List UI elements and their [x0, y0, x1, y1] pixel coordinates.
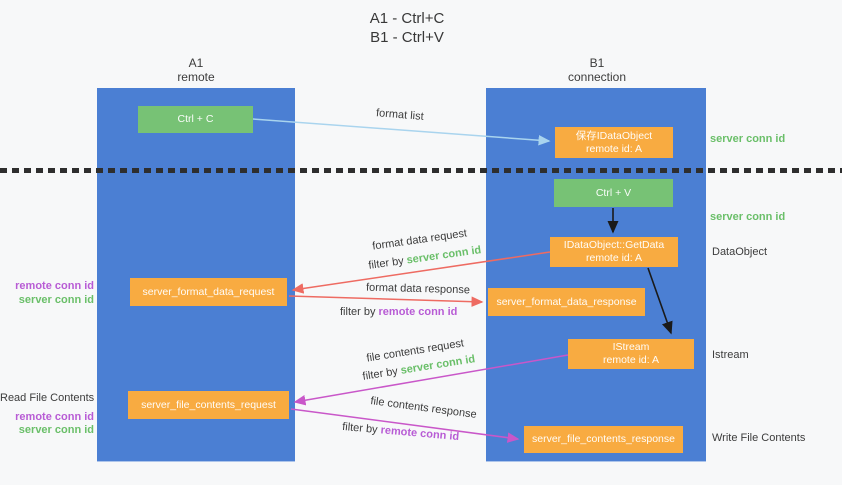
node-save-idataobject-line2: remote id: A — [585, 142, 643, 155]
annotation-server-conn-id-top: server conn id — [710, 133, 786, 145]
node-istream: IStream remote id: A — [568, 339, 694, 369]
label-format-data-response-filter: filter by remote conn id — [340, 306, 457, 318]
column-a1-id: A1 — [188, 56, 204, 70]
label-format-list: format list — [375, 107, 425, 123]
node-idataobject-getdata: IDataObject::GetData remote id: A — [550, 237, 678, 267]
column-a1-name: remote — [177, 70, 215, 84]
node-server-format-data-response: server_format_data_response — [488, 288, 645, 316]
annotation-remote-conn-id-2: remote conn id — [15, 411, 94, 423]
label-file-contents-response-filter: filter by remote conn id — [342, 421, 460, 443]
annotation-remote-conn-id-1: remote conn id — [15, 280, 94, 292]
annotation-read-file-contents: Read File Contents — [0, 392, 95, 404]
title-line-1: A1 - Ctrl+C — [369, 10, 445, 27]
separator-dotted-line — [0, 168, 842, 173]
node-save-idataobject-line1: 保存IDataObject — [575, 129, 653, 142]
node-server-format-data-response-label: server_format_data_response — [496, 295, 637, 308]
annotation-server-conn-id-1: server conn id — [18, 294, 94, 306]
node-idataobject-getdata-line1: IDataObject::GetData — [563, 239, 665, 251]
node-server-file-contents-request: server_file_contents_request — [128, 391, 289, 419]
column-b1-name: connection — [567, 70, 627, 84]
annotation-server-conn-id-2: server conn id — [18, 424, 94, 436]
node-ctrl-v-label: Ctrl + V — [595, 186, 632, 199]
node-ctrl-c-label: Ctrl + C — [177, 113, 214, 125]
annotation-server-conn-id-mid: server conn id — [710, 211, 786, 223]
node-server-file-contents-response-label: server_file_contents_response — [531, 433, 675, 445]
label-format-data-response-filter-prefix: filter by — [340, 306, 379, 318]
label-file-contents-response-filter-key: remote conn id — [380, 424, 460, 444]
node-istream-line2: remote id: A — [602, 354, 660, 366]
column-b1-id: B1 — [589, 56, 605, 70]
node-ctrl-v: Ctrl + V — [554, 179, 673, 207]
label-file-contents-response-filter-prefix: filter by — [341, 420, 382, 437]
label-file-contents-request-filter-prefix: filter by — [361, 364, 402, 383]
label-file-contents-response: file contents response — [369, 395, 478, 421]
diagram-title: A1 - Ctrl+C B1 - Ctrl+V — [307, 9, 507, 47]
node-idataobject-getdata-line2: remote id: A — [585, 252, 643, 264]
label-format-data-response: format data response — [365, 281, 471, 297]
column-header-b1: B1 connection — [547, 56, 647, 84]
annotation-write-file-contents: Write File Contents — [712, 432, 806, 444]
node-ctrl-c: Ctrl + C — [138, 106, 253, 133]
annotation-dataobject: DataObject — [712, 246, 768, 258]
title-line-2: B1 - Ctrl+V — [370, 29, 444, 46]
node-server-file-contents-request-label: server_file_contents_request — [141, 398, 276, 411]
arrow-format-data-response — [288, 295, 484, 307]
node-server-format-data-request: server_format_data_request — [130, 278, 287, 306]
column-header-a1: A1 remote — [146, 56, 246, 84]
annotation-istream: Istream — [712, 349, 749, 361]
node-istream-line1: IStream — [612, 341, 650, 353]
label-format-data-request-filter-prefix: filter by — [367, 254, 408, 272]
label-format-data-response-filter-key: remote conn id — [378, 306, 458, 318]
node-save-idataobject: 保存IDataObject remote id: A — [555, 127, 673, 158]
node-server-format-data-request-label: server_format_data_request — [142, 285, 275, 298]
node-server-file-contents-response: server_file_contents_response — [524, 426, 683, 453]
label-format-data-request-filter-key: server conn id — [405, 244, 483, 267]
